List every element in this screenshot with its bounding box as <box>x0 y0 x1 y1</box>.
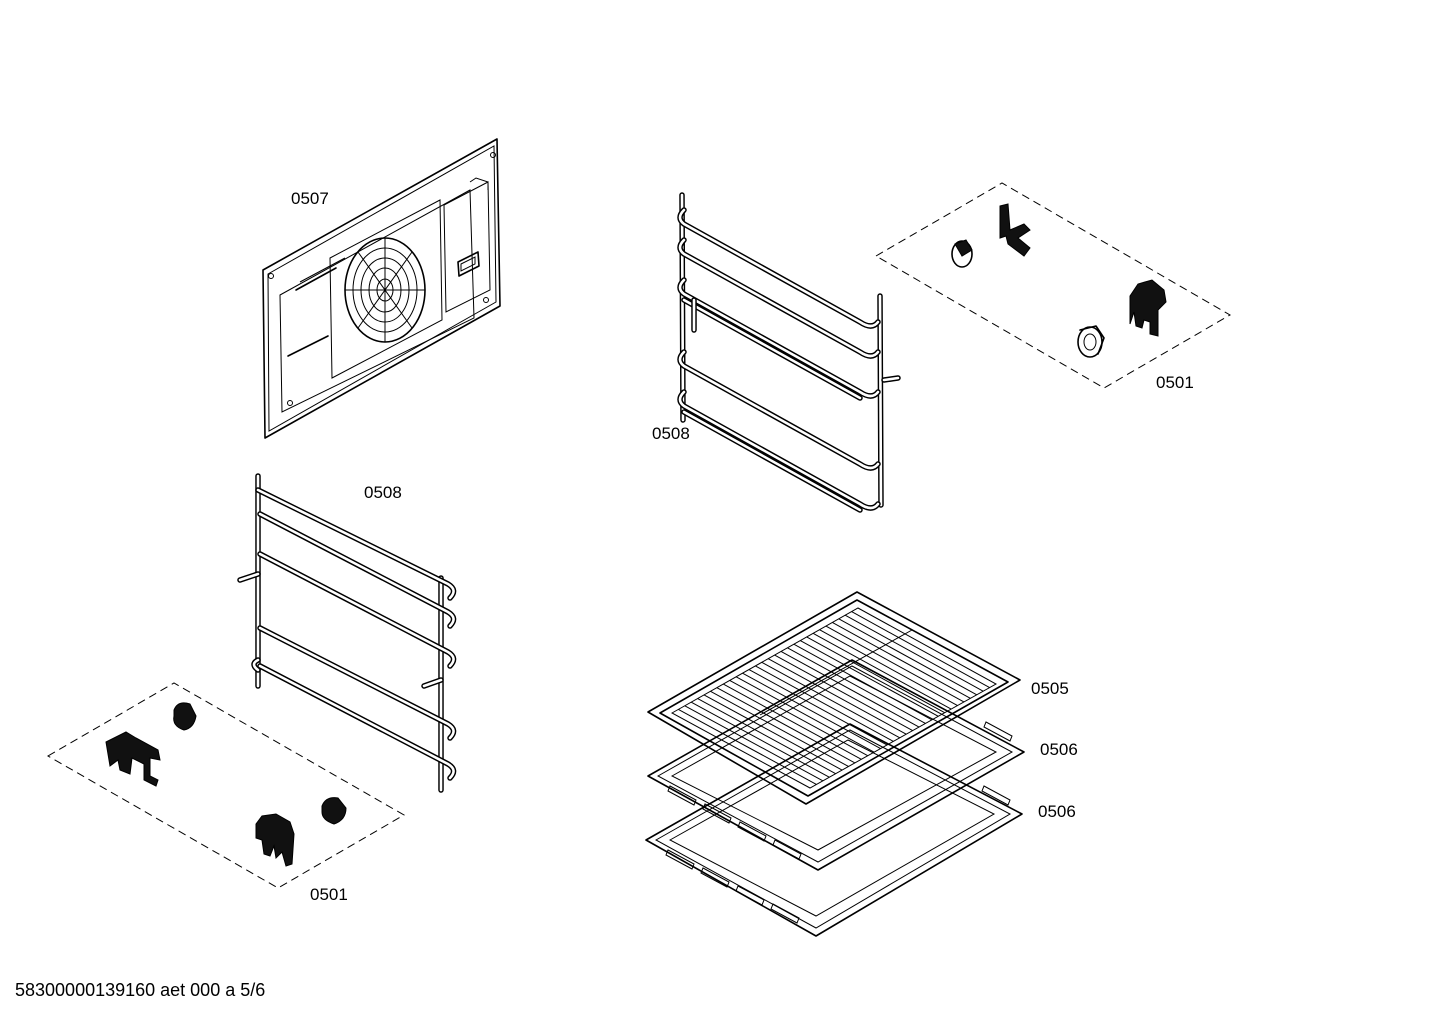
grill-bars <box>678 611 990 785</box>
grill-bar <box>851 611 990 689</box>
grill-bar <box>806 636 945 714</box>
label-rail-right: 0508 <box>652 424 690 443</box>
grill-bar <box>793 643 933 721</box>
clips-set-left-part <box>46 682 406 889</box>
tray-grip-slot <box>737 821 767 842</box>
label-clips-left: 0501 <box>310 885 348 904</box>
grill-bar <box>723 683 862 760</box>
label-back-panel: 0507 <box>291 189 329 208</box>
grill-bar <box>735 676 875 753</box>
label-tray-lower: 0506 <box>1038 802 1076 821</box>
label-clips-right: 0501 <box>1156 373 1194 392</box>
grill-bar <box>787 647 926 724</box>
grill-bar <box>761 661 901 739</box>
tray-grip-slot <box>983 721 1013 742</box>
grill-bar <box>684 705 824 782</box>
back-panel-part <box>262 138 501 439</box>
grill-bar <box>812 632 952 710</box>
clips-set-right-part <box>875 182 1231 389</box>
tray-grip-slot <box>770 903 800 924</box>
grill-bar <box>703 694 843 771</box>
label-rail-left: 0508 <box>364 483 402 502</box>
grill-bar <box>844 614 984 692</box>
side-rail-left-part <box>237 473 457 793</box>
grill-bar <box>678 708 817 785</box>
grill-cross-bar <box>759 629 913 716</box>
grill-bar <box>691 701 830 778</box>
grill-bar <box>742 672 881 749</box>
grill-bar <box>838 618 977 696</box>
grill-bar <box>774 654 913 732</box>
grill-bar <box>767 658 907 735</box>
grill-bar <box>755 665 894 742</box>
grill-bar <box>800 640 939 717</box>
grill-bar <box>748 669 888 746</box>
grill-bar <box>729 679 868 757</box>
grill-bar <box>832 622 971 699</box>
grill-bar <box>710 690 849 767</box>
tray-upper-part <box>647 659 1025 871</box>
grill-bar <box>825 625 965 703</box>
label-grill-rack: 0505 <box>1031 679 1069 698</box>
label-tray-upper: 0506 <box>1040 740 1078 759</box>
tray-grip-slot <box>981 785 1011 806</box>
tray-lower-grips <box>665 785 1011 924</box>
side-rail-right-part <box>677 192 901 513</box>
tray-grip-slot <box>700 867 730 888</box>
tray-grip-slot <box>665 849 695 870</box>
tray-grip-slot <box>667 785 697 806</box>
grill-rack-part <box>647 591 1021 805</box>
tray-grip-slot <box>735 885 765 906</box>
grill-bar <box>697 698 836 775</box>
grill-bar <box>819 629 958 706</box>
tray-grip-slot <box>772 839 802 860</box>
grill-bar <box>716 687 856 764</box>
grill-bar <box>780 651 920 728</box>
drawing-reference-footer: 58300000139160 aet 000 a 5/6 <box>15 980 266 1000</box>
tray-lower-part <box>645 723 1023 937</box>
